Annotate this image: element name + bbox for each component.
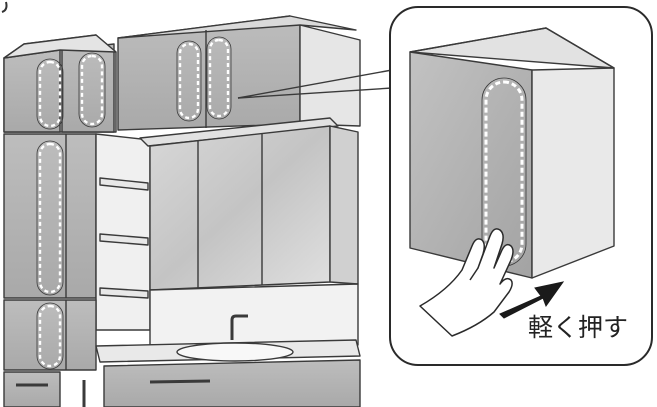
washstand-unit <box>4 16 360 407</box>
tall-cabinet-left <box>4 134 96 298</box>
corner-mark <box>2 2 7 12</box>
mirror-cabinet <box>150 126 330 290</box>
cabinet-closeup-side <box>532 68 614 278</box>
tall-cabinet-left-lower <box>4 300 96 370</box>
vanity-drawer <box>104 360 360 407</box>
press-instruction-text: 軽く押す <box>528 313 628 342</box>
wash-basin <box>177 343 293 361</box>
